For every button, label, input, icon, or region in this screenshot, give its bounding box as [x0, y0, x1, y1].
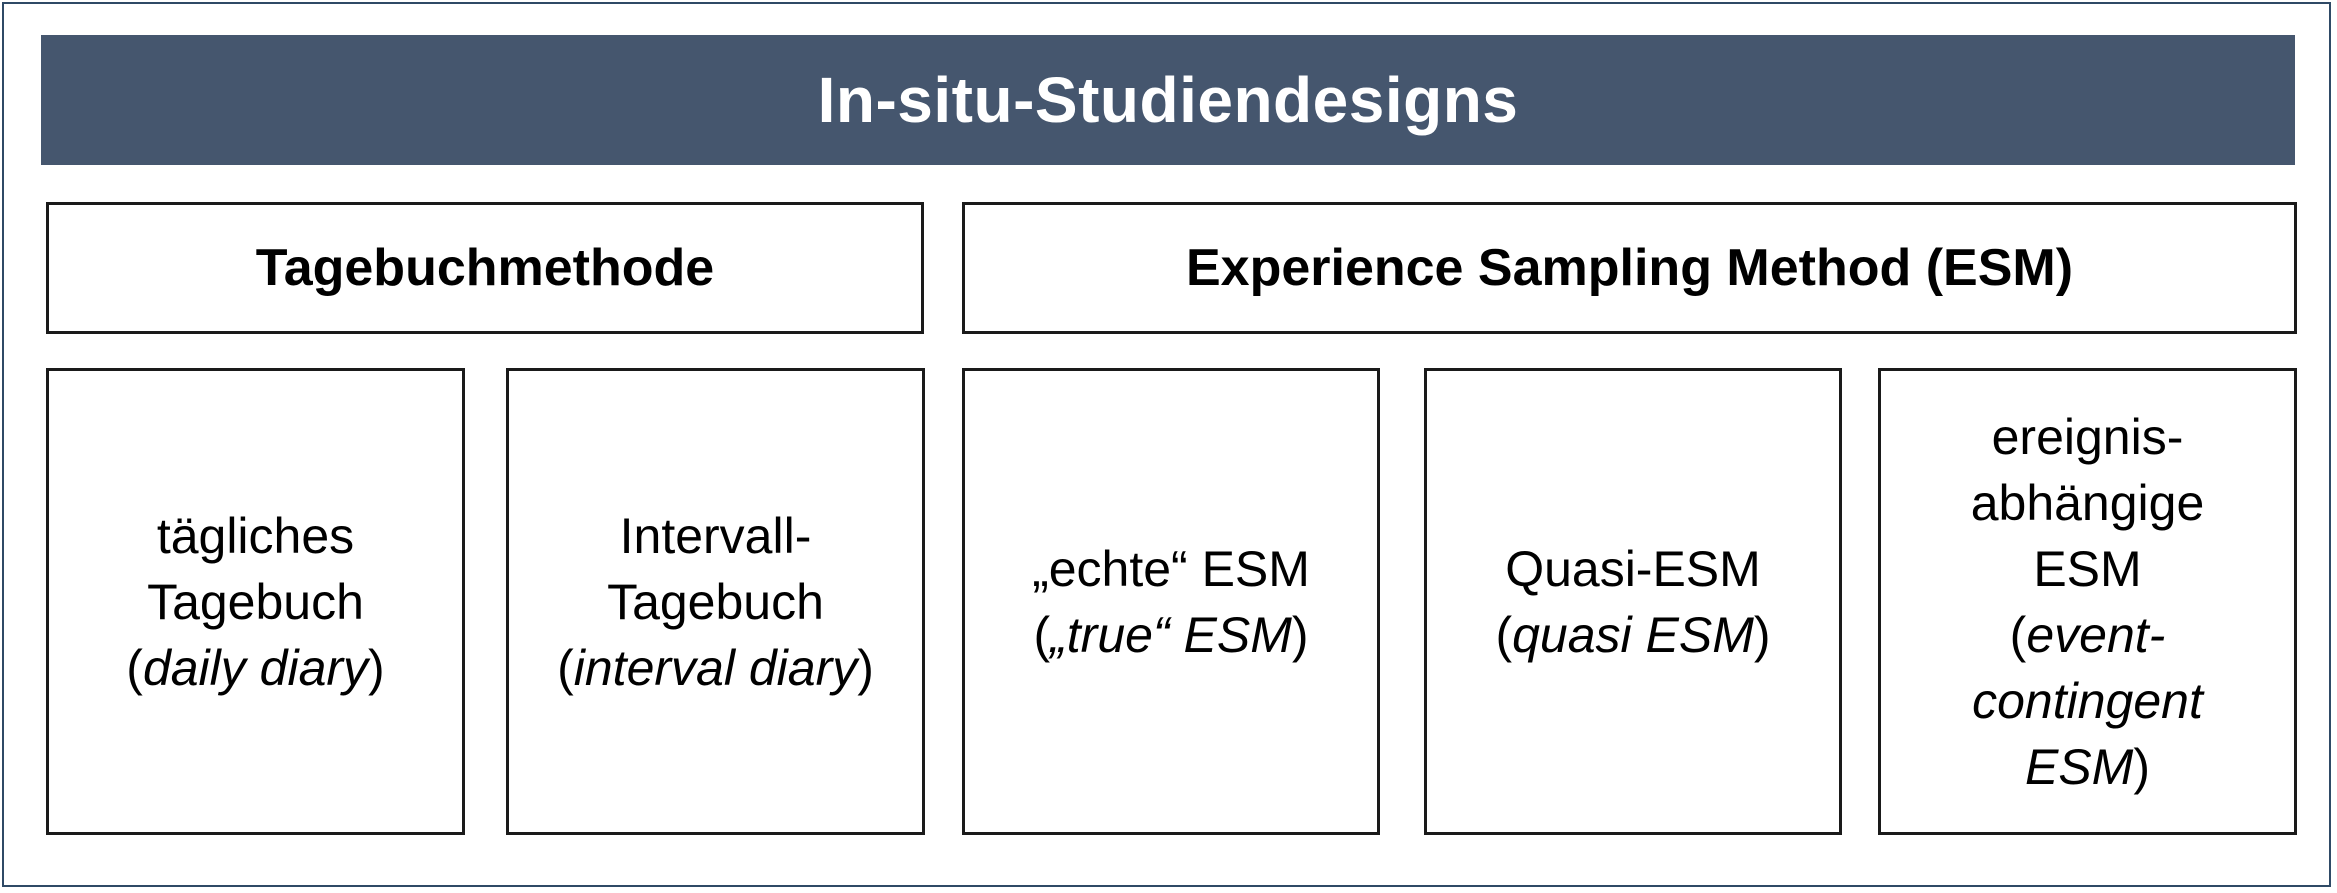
method-text: Intervall- Tagebuch (interval diary)	[557, 507, 874, 696]
english-term: interval diary	[573, 639, 858, 696]
diagram-title: In-situ-Studiendesigns	[817, 64, 1519, 136]
method-text: tägliches Tagebuch (daily diary)	[126, 507, 385, 696]
category-header-tagebuchmethode: Tagebuchmethode	[46, 202, 924, 334]
method-text: Quasi-ESM (quasi ESM)	[1495, 540, 1771, 663]
method-text: ereignis- abhängige ESM (event- continge…	[1970, 408, 2205, 795]
english-term: daily diary	[142, 639, 369, 696]
method-box-quasi-esm: Quasi-ESM (quasi ESM)	[1424, 368, 1842, 835]
method-box-event-contingent-esm: ereignis- abhängige ESM (event- continge…	[1878, 368, 2297, 835]
category-header-esm: Experience Sampling Method (ESM)	[962, 202, 2297, 334]
english-term: quasi ESM	[1512, 606, 1754, 663]
title-banner: In-situ-Studiendesigns	[41, 35, 2295, 165]
category-label: Tagebuchmethode	[255, 239, 715, 297]
english-term: „true“ ESM	[1050, 606, 1292, 663]
english-term: event-	[2026, 606, 2166, 663]
english-term: ESM	[2024, 738, 2134, 795]
category-label: Experience Sampling Method (ESM)	[1185, 239, 2074, 297]
method-box-daily-diary: tägliches Tagebuch (daily diary)	[46, 368, 465, 835]
english-term: contingent	[1972, 672, 2203, 729]
method-box-true-esm: „echte“ ESM („true“ ESM)	[962, 368, 1380, 835]
method-text: „echte“ ESM („true“ ESM)	[1032, 540, 1310, 663]
method-box-interval-diary: Intervall- Tagebuch (interval diary)	[506, 368, 925, 835]
